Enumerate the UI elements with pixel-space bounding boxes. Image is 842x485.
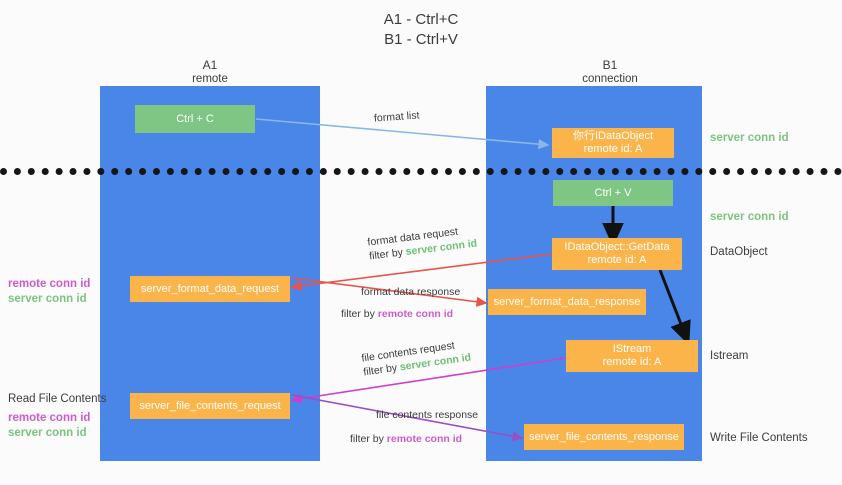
edge-filter-prefix-1: filter by: [368, 246, 407, 263]
label-conn-pair-bottom-server: server conn id: [8, 427, 87, 439]
label-server-conn-id-top: server conn id: [710, 132, 789, 144]
label-read-file-contents: Read File Contents: [8, 393, 107, 405]
label-conn-pair-top-remote: remote conn id: [8, 278, 91, 290]
edge-filter-prefix-4: filter by: [350, 433, 387, 445]
edge-label-file-contents-request: file contents request filter by server c…: [361, 337, 472, 380]
column-b1-name: B1: [602, 58, 618, 72]
column-a1-name: A1: [202, 58, 218, 72]
edge-label-format-data-response-line1: format data response: [361, 286, 461, 298]
node-getdata-line1: IDataObject::GetData: [564, 241, 670, 253]
node-ctrl-v[interactable]: Ctrl + V: [553, 180, 673, 206]
title-line-1: A1 - Ctrl+C: [383, 11, 459, 28]
node-server-file-contents-response[interactable]: server_file_contents_response: [524, 424, 684, 450]
edge-filter-value-2: remote conn id: [377, 308, 454, 320]
page-title: A1 - Ctrl+C B1 - Ctrl+V: [0, 10, 842, 50]
node-server-format-data-response[interactable]: server_format_data_response: [488, 289, 646, 315]
node-ctrl-c[interactable]: Ctrl + C: [135, 105, 255, 133]
node-istream-line1: IStream: [612, 343, 652, 355]
edge-label-file-contents-response-line2: filter by remote conn id: [350, 432, 478, 446]
label-conn-pair-bottom-remote: remote conn id: [8, 412, 91, 424]
label-write-file-contents: Write File Contents: [710, 432, 808, 444]
node-ctrl-v-label: Ctrl + V: [594, 186, 632, 199]
node-ctrl-c-label: Ctrl + C: [176, 112, 214, 125]
label-conn-pair-bottom: remote conn id server conn id: [8, 411, 90, 441]
label-istream: Istream: [710, 350, 749, 362]
label-conn-pair-top: remote conn id server conn id: [8, 277, 90, 307]
node-getdata-line2: remote id: A: [587, 254, 647, 266]
edge-filter-prefix-3: filter by: [362, 361, 401, 379]
label-dataobject: DataObject: [710, 246, 768, 258]
edge-filter-value-4: remote conn id: [386, 433, 463, 445]
node-istream-line2: remote id: A: [602, 356, 662, 368]
node-server-file-contents-request[interactable]: server_file_contents_request: [130, 393, 290, 419]
edge-label-format-list: format list: [373, 109, 420, 125]
node-getdata[interactable]: IDataObject::GetData remote id: A: [552, 238, 682, 270]
node-idataobject-line1: 你行IDataObject: [572, 130, 654, 142]
node-server-format-data-response-label: server_format_data_response: [493, 295, 641, 308]
edge-label-file-contents-response-line1: file contents response: [376, 409, 479, 421]
column-header-a1: A1 remote: [130, 58, 290, 86]
node-idataobject-line2: remote id: A: [583, 143, 643, 155]
node-server-file-contents-response-label: server_file_contents_response: [529, 430, 679, 443]
node-server-format-data-request[interactable]: server_format_data_request: [130, 276, 290, 302]
node-server-format-data-request-label: server_format_data_request: [140, 282, 280, 295]
label-conn-pair-top-server: server conn id: [8, 293, 87, 305]
edge-label-format-data-response: format data response filter by remote co…: [341, 285, 461, 321]
column-b1-sub: connection: [582, 73, 638, 85]
node-idataobject[interactable]: 你行IDataObject remote id: A: [552, 128, 674, 158]
edge-label-file-contents-response: file contents response filter by remote …: [350, 408, 479, 446]
title-line-2: B1 - Ctrl+V: [384, 31, 458, 48]
column-a1-sub: remote: [192, 73, 228, 85]
node-server-file-contents-request-label: server_file_contents_request: [139, 399, 281, 412]
edge-label-format-data-response-line2: filter by remote conn id: [341, 307, 460, 321]
edge-label-format-data-request: format data request filter by server con…: [367, 222, 478, 263]
phase-divider: [0, 168, 842, 175]
label-server-conn-id-mid: server conn id: [710, 211, 789, 223]
node-istream[interactable]: IStream remote id: A: [566, 340, 698, 372]
column-header-b1: B1 connection: [530, 58, 690, 86]
edge-filter-prefix-2: filter by: [341, 308, 378, 320]
